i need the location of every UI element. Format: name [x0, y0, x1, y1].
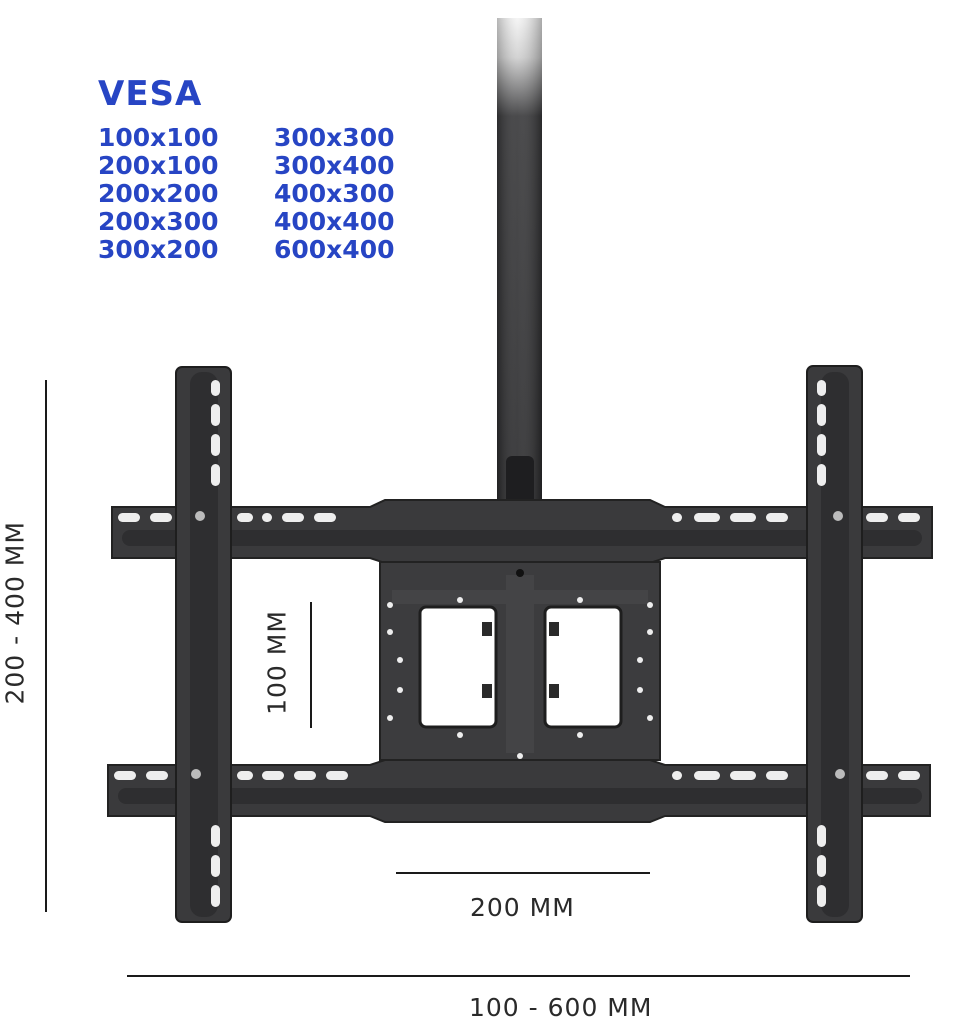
center-mounting-plate	[379, 561, 661, 761]
vesa-size: 600x400	[274, 235, 395, 264]
vesa-size: 300x400	[274, 151, 395, 180]
arm-slots-left	[191, 380, 220, 907]
rail-slots-top	[118, 513, 920, 522]
vesa-size: 300x200	[98, 235, 219, 264]
inner-width-label: 200 MM	[470, 893, 575, 922]
vesa-title: VESA	[98, 74, 203, 114]
vesa-size: 400x300	[274, 179, 395, 208]
vertical-arm-right	[806, 365, 863, 923]
vesa-size: 100x100	[98, 123, 219, 152]
arm-slots-right	[817, 380, 845, 907]
height-range-label: 200 - 400 MM	[0, 521, 30, 705]
inner-height-label: 100 MM	[262, 610, 292, 715]
vesa-size: 200x300	[98, 207, 219, 236]
vesa-size: 300x300	[274, 123, 395, 152]
mount-pole	[497, 18, 542, 508]
plate-holes	[387, 569, 653, 759]
width-range-label: 100 - 600 MM	[469, 993, 653, 1022]
vesa-size: 200x100	[98, 151, 219, 180]
vesa-size: 200x200	[98, 179, 219, 208]
vertical-arm-left	[175, 366, 232, 923]
vesa-size: 400x400	[274, 207, 395, 236]
vesa-size-list: 100x100 300x300 200x100 300x400 200x200 …	[98, 124, 428, 264]
rail-slots-bottom	[114, 771, 920, 780]
